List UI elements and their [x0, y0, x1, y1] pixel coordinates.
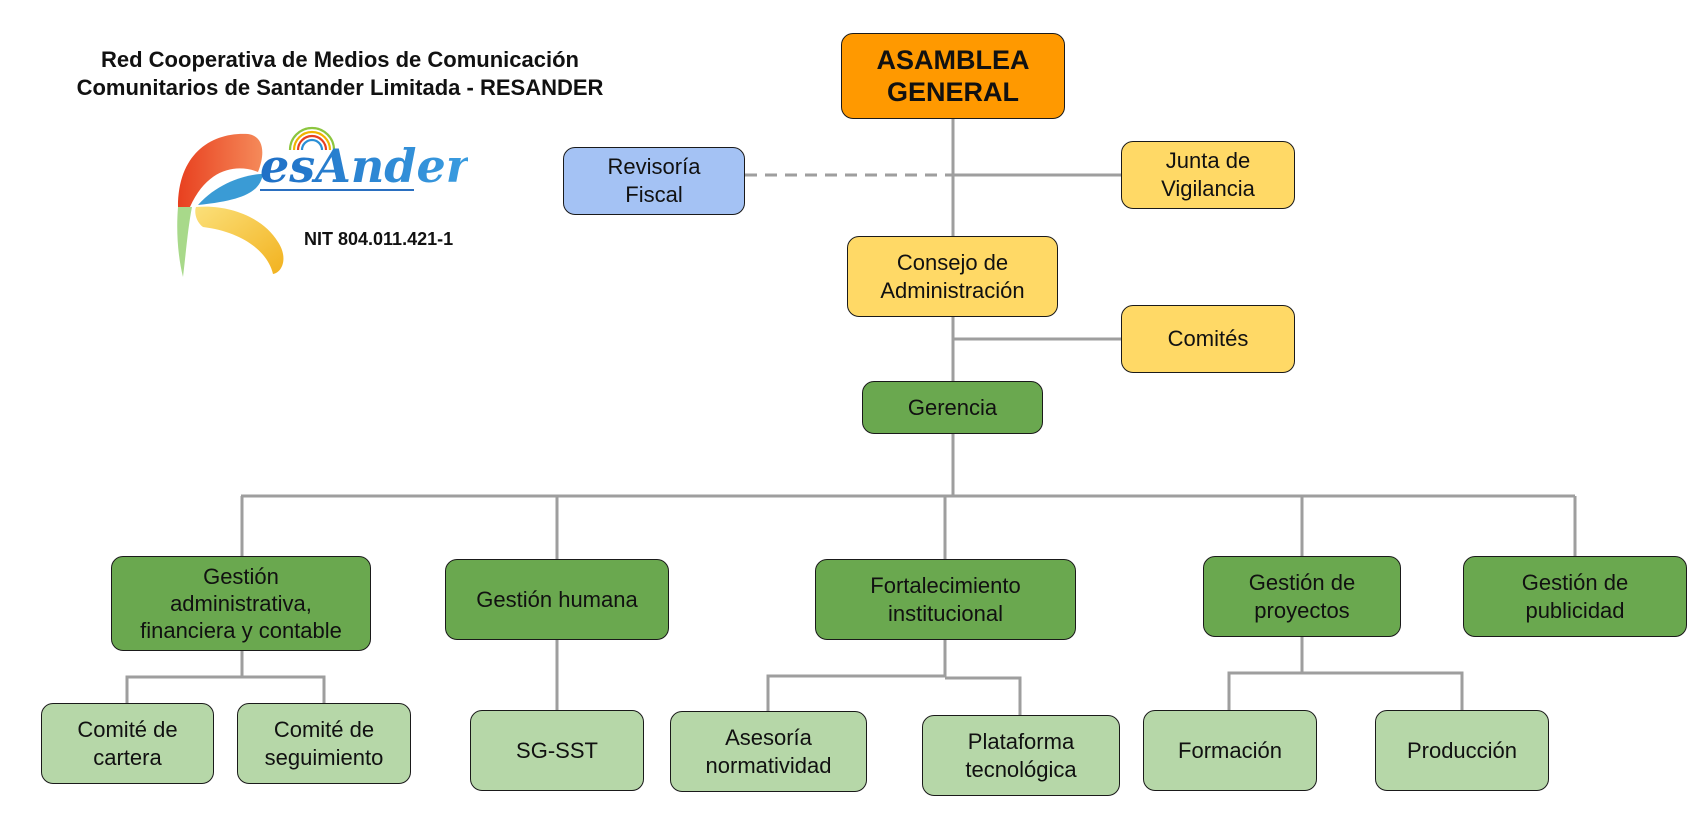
node-gestion-proyectos: Gestión de proyectos — [1203, 556, 1401, 637]
node-comite-cartera: Comité de cartera — [41, 703, 214, 784]
node-gestion-administrativa: Gestión administrativa, financiera y con… — [111, 556, 371, 651]
node-gestion-publicidad: Gestión de publicidad — [1463, 556, 1687, 637]
node-plataforma-tecnologica: Plataforma tecnológica — [922, 715, 1120, 796]
logo-green-ribbon — [177, 207, 192, 277]
node-consejo-administracion: Consejo de Administración — [847, 236, 1058, 317]
logo-wordmark: esAnder — [260, 139, 468, 193]
node-comite-seguimiento: Comité de seguimiento — [237, 703, 411, 784]
connector-proyectos-formacion — [1227, 671, 1302, 710]
resander-logo: esAnder — [177, 126, 468, 277]
node-produccion: Producción — [1375, 710, 1549, 791]
connector-admin-cartera — [125, 675, 242, 703]
logo-antenna-waves — [288, 126, 336, 151]
node-fortalecimiento-institucional: Fortalecimiento institucional — [815, 559, 1076, 640]
connector-fort-plataforma — [945, 676, 1022, 715]
logo-red-ribbon — [178, 133, 263, 207]
node-revisoria-fiscal: Revisoría Fiscal — [563, 147, 745, 215]
connector-admin-seguimiento — [242, 675, 326, 703]
node-sg-sst: SG-SST — [470, 710, 644, 791]
node-gestion-humana: Gestión humana — [445, 559, 669, 640]
logo-blue-ribbon — [198, 174, 263, 205]
organization-title: Red Cooperativa de Medios de Comunicació… — [76, 47, 604, 100]
node-junta-vigilancia: Junta de Vigilancia — [1121, 141, 1295, 209]
node-comites: Comités — [1121, 305, 1295, 373]
nit-number: NIT 804.011.421-1 — [304, 229, 454, 249]
logo-yellow-ribbon — [195, 206, 284, 274]
connector-fort-asesoria — [766, 640, 947, 711]
node-formacion: Formación — [1143, 710, 1317, 791]
node-gerencia: Gerencia — [862, 381, 1043, 434]
connector-proyectos-produccion — [1302, 671, 1464, 710]
node-asamblea-general: ASAMBLEA GENERAL — [841, 33, 1065, 119]
node-asesoria-normatividad: Asesoría normatividad — [670, 711, 867, 792]
